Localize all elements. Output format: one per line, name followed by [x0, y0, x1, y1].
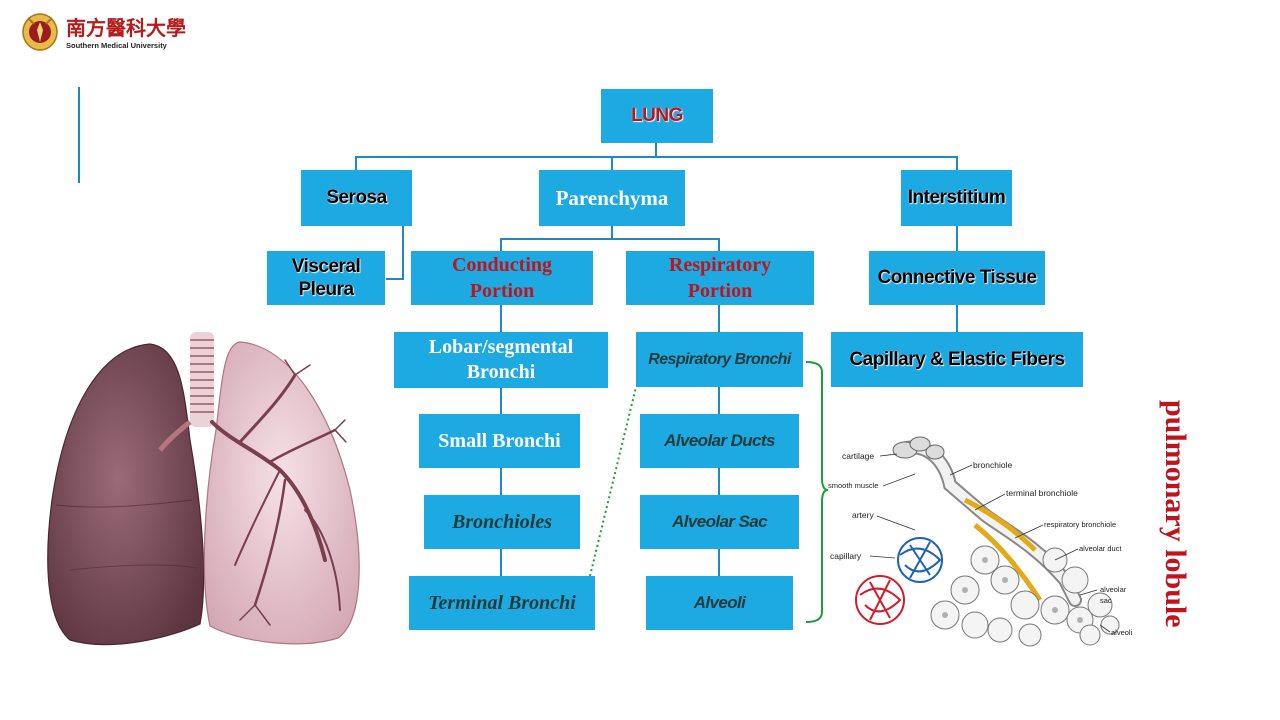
connective-tissue-box: Connective Tissue [869, 251, 1045, 305]
university-name-english: Southern Medical University [66, 41, 167, 50]
label-bronchiole: bronchiole [973, 460, 1012, 470]
respiratory-bronchi-box: Respiratory Bronchi [636, 332, 803, 387]
label-cartilage: cartilage [842, 451, 874, 461]
lung-root-box: LUNG [601, 89, 713, 143]
alveolar-ducts-label: Alveolar Ducts [664, 431, 775, 450]
label-terminal-bronchiole: terminal bronchiole [1006, 488, 1078, 498]
parenchyma-box: Parenchyma [539, 170, 685, 226]
lung-illustration [47, 332, 360, 646]
university-emblem-icon [22, 13, 58, 51]
label-alveolar-sac-2: sac [1100, 596, 1112, 605]
label-alveolar-duct: alveolar duct [1079, 544, 1122, 553]
small-bronchi-box: Small Bronchi [419, 414, 580, 468]
lung-label: LUNG [631, 105, 683, 126]
alveolar-sac-box: Alveolar Sac [640, 495, 799, 549]
serosa-label: Serosa [326, 187, 387, 208]
serosa-box: Serosa [301, 170, 412, 226]
respiratory-bronchi-label: Respiratory Bronchi [648, 350, 791, 368]
visceral-pleura-box: Visceral Pleura [267, 251, 385, 305]
bronchioles-label: Bronchioles [451, 510, 553, 533]
label-smooth-muscle: smooth muscle [828, 481, 878, 490]
conducting-line2: Portion [469, 280, 535, 302]
respiratory-portion-box: Respiratory Portion [626, 251, 814, 305]
university-name-chinese: 南方醫科大學 [66, 16, 186, 40]
respiratory-line2: Portion [687, 280, 753, 302]
decorative-divider [78, 87, 80, 183]
visceral-pleura-line1: Visceral [291, 256, 361, 277]
conducting-portion-box: Conducting Portion [411, 251, 593, 305]
parenchyma-label: Parenchyma [555, 185, 669, 210]
pulmonary-lobule-text: pulmonary lobule [1159, 400, 1192, 628]
alveoli-label: Alveoli [693, 593, 746, 612]
terminal-bronchi-box: Terminal Bronchi [409, 576, 595, 630]
label-alveolar-sac-1: alveolar [1100, 585, 1127, 594]
capillary-elastic-fibers-box: Capillary & Elastic Fibers [831, 332, 1083, 387]
terminal-bronchi-label: Terminal Bronchi [428, 591, 576, 614]
pulmonary-lobule-illustration: cartilage smooth muscle artery capillary… [828, 436, 1133, 647]
label-capillary: capillary [830, 551, 862, 561]
bronchioles-box: Bronchioles [424, 495, 580, 549]
capillary-elastic-label: Capillary & Elastic Fibers [849, 348, 1065, 370]
respiratory-line1: Respiratory [668, 254, 772, 276]
alveoli-box: Alveoli [646, 576, 793, 630]
pulmonary-lobule-side-label: pulmonary lobule [1150, 400, 1200, 645]
lobar-line2: Bronchi [466, 361, 536, 383]
connective-tissue-label: Connective Tissue [877, 267, 1037, 288]
interstitium-label: Interstitium [907, 187, 1006, 208]
label-alveoli: alveoli [1111, 628, 1133, 637]
alveolar-sac-label: Alveolar Sac [672, 512, 767, 531]
university-logo: 南方醫科大學 Southern Medical University [20, 8, 190, 54]
label-respiratory-bronchiole: respiratory bronchiole [1044, 520, 1116, 529]
label-artery: artery [852, 510, 874, 520]
lobar-segmental-bronchi-box: Lobar/segmental Bronchi [394, 332, 608, 388]
lobar-line1: Lobar/segmental [428, 336, 574, 358]
visceral-pleura-line2: Pleura [298, 279, 354, 300]
alveolar-ducts-box: Alveolar Ducts [640, 414, 799, 468]
interstitium-box: Interstitium [901, 170, 1012, 226]
small-bronchi-label: Small Bronchi [438, 429, 561, 452]
conducting-line1: Conducting [451, 254, 553, 276]
